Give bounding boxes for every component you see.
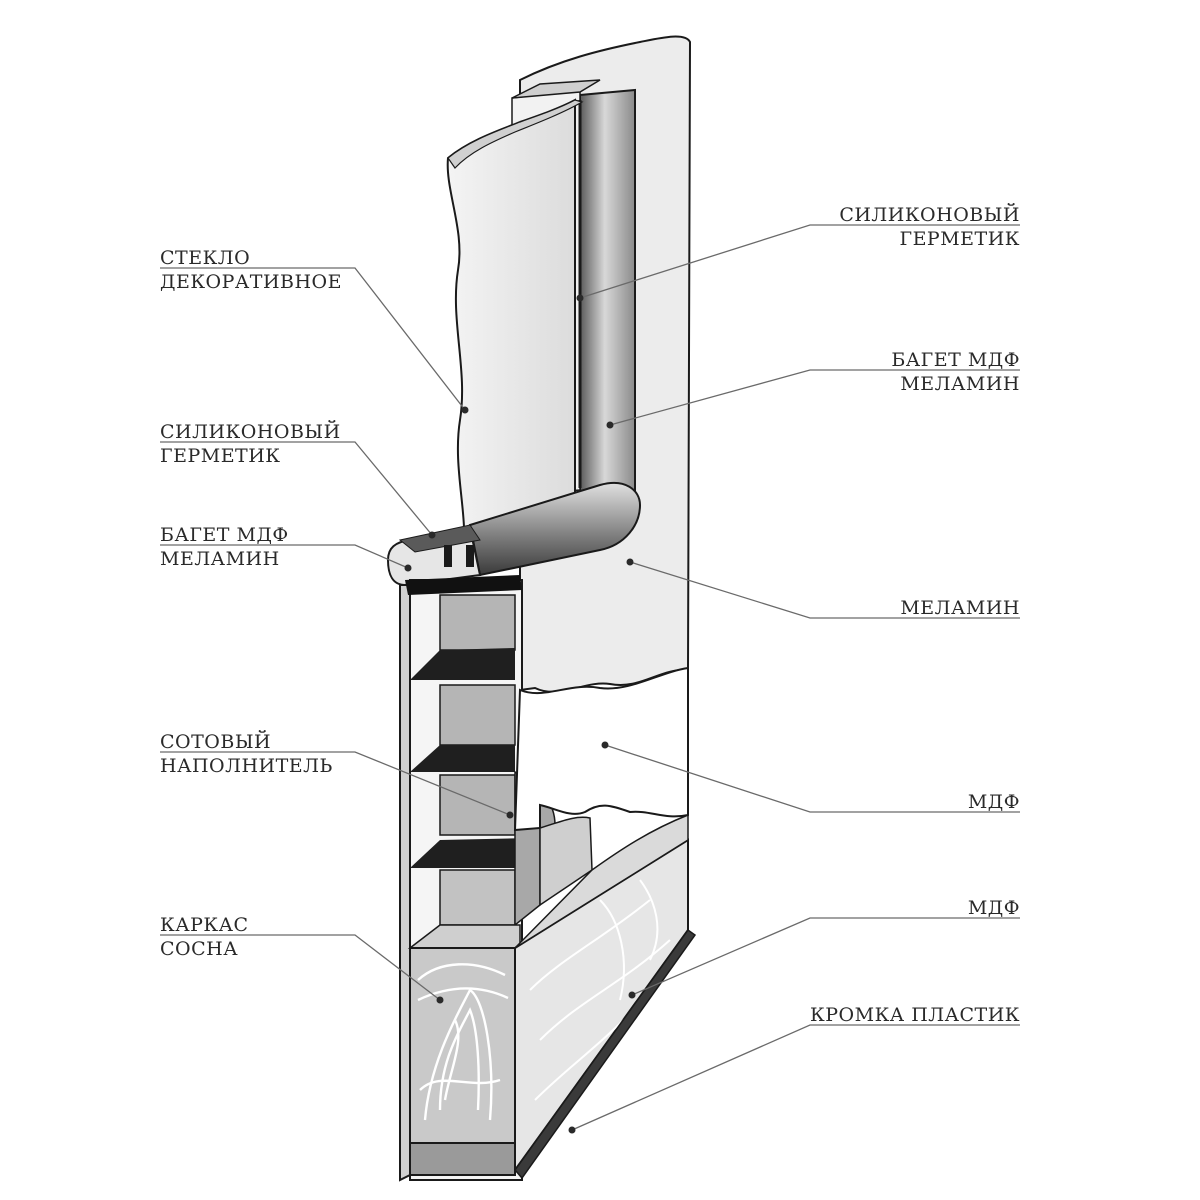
label-line: ГЕРМЕТИК	[160, 445, 281, 467]
label-baguette-left: БАГЕТ МДФ МЕЛАМИН	[160, 523, 289, 571]
label-line: ГЕРМЕТИК	[899, 228, 1020, 250]
label-line: КАРКАС	[160, 914, 249, 936]
label-line: СТЕКЛО	[160, 247, 251, 269]
label-line: МЕЛАМИН	[900, 373, 1020, 395]
label-line: МДФ	[967, 791, 1020, 813]
label-melamine: МЕЛАМИН	[900, 596, 1020, 620]
label-line: МЕЛАМИН	[900, 597, 1020, 619]
decorative-glass	[446, 98, 584, 557]
label-pine-frame: КАРКАС СОСНА	[160, 913, 249, 961]
label-baguette-right: БАГЕТ МДФ МЕЛАМИН	[891, 348, 1020, 396]
label-plastic-edge: КРОМКА ПЛАСТИК	[810, 1003, 1020, 1027]
leader-lines	[160, 224, 1020, 1134]
label-decorative-glass: СТЕКЛО ДЕКОРАТИВНОЕ	[160, 246, 342, 294]
label-line: ДЕКОРАТИВНОЕ	[160, 271, 342, 293]
label-line: БАГЕТ МДФ	[891, 349, 1020, 371]
label-line: МДФ	[967, 897, 1020, 919]
label-honeycomb-filler: СОТОВЫЙ НАПОЛНИТЕЛЬ	[160, 730, 333, 778]
label-silicone-sealant-left: СИЛИКОНОВЫЙ ГЕРМЕТИК	[160, 420, 341, 468]
label-line: БАГЕТ МДФ	[160, 524, 289, 546]
label-line: СИЛИКОНОВЫЙ	[160, 421, 341, 443]
label-mdf-lower: МДФ	[968, 896, 1020, 920]
horizontal-baguette	[386, 482, 642, 587]
label-line: НАПОЛНИТЕЛЬ	[160, 755, 333, 777]
label-line: СИЛИКОНОВЫЙ	[839, 204, 1020, 226]
label-line: СОТОВЫЙ	[160, 731, 272, 753]
label-line: КРОМКА ПЛАСТИК	[810, 1004, 1020, 1026]
label-line: СОСНА	[160, 938, 239, 960]
label-line: МЕЛАМИН	[160, 548, 280, 570]
label-mdf-upper: МДФ	[968, 790, 1020, 814]
door-frame-profile	[399, 575, 556, 1182]
label-silicone-sealant-right: СИЛИКОНОВЫЙ ГЕРМЕТИК	[839, 203, 1020, 251]
mdf-panel-lower	[513, 666, 697, 1180]
